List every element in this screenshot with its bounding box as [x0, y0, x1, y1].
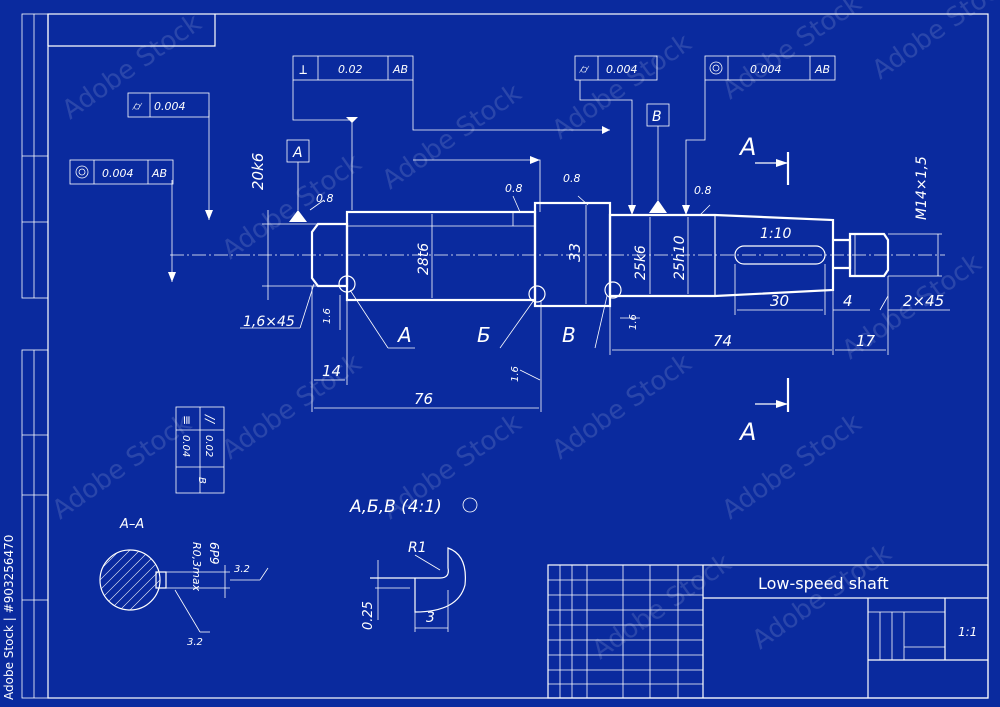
- svg-text:A: A: [292, 145, 303, 161]
- tol-datum-3: AB: [151, 167, 167, 180]
- detail-view: А,Б,B (4:1) R1 0.25 3: [349, 497, 478, 632]
- key-tolerance-frame: ≡ // 0.04 0.02 B: [175, 406, 225, 494]
- svg-text:0.8: 0.8: [316, 192, 334, 205]
- dim-len-17: 17: [856, 332, 876, 350]
- svg-text:0.04: 0.04: [180, 435, 191, 457]
- svg-text:B: B: [652, 109, 662, 125]
- section-marker-upper: A: [738, 133, 790, 185]
- svg-text:≡: ≡: [180, 415, 194, 425]
- section-marker-lower: A: [738, 378, 790, 446]
- dim-33: 33: [566, 243, 584, 262]
- drawing-frame: [21, 13, 989, 699]
- dim-chamfer-left: 1,6×45: [243, 314, 295, 330]
- svg-text:1.6: 1.6: [510, 366, 521, 382]
- keyway-tolerance: 6P9: [207, 542, 221, 565]
- stock-id: Adobe Stock | #903256470: [2, 535, 16, 700]
- tol-datum-1: AB: [392, 63, 408, 76]
- svg-text:⌭: ⌭: [579, 62, 590, 76]
- section-label: A–A: [119, 517, 144, 532]
- dim-chamfer-right: 2×45: [903, 292, 944, 310]
- dim-taper: 1:10: [760, 226, 792, 242]
- svg-text:0.8: 0.8: [563, 172, 581, 185]
- svg-text://: //: [203, 414, 217, 425]
- svg-text:0.8: 0.8: [505, 182, 523, 195]
- tolerance-frame-runout-right: ⌭ 0.004: [574, 55, 658, 81]
- tol-value-2: 0.004: [154, 100, 186, 113]
- svg-text:B: B: [562, 323, 576, 347]
- svg-text:0.8: 0.8: [694, 184, 712, 197]
- detail-view-label: А,Б,B (4:1): [349, 497, 442, 517]
- svg-text:⌭: ⌭: [132, 99, 143, 113]
- svg-text:A: A: [396, 323, 412, 347]
- dim-len-14: 14: [322, 362, 341, 380]
- dim-20k6: 20k6: [249, 153, 267, 190]
- tolerance-frame-concentricity-right: 0.004 AB: [704, 55, 836, 81]
- tolerance-frame-runout-left: ⌭ 0.004: [127, 92, 210, 118]
- svg-text:1.6: 1.6: [628, 314, 639, 330]
- svg-text:A: A: [738, 418, 756, 446]
- title-block: Low-speed shaft 1:1: [547, 564, 989, 699]
- dim-28t6: 28t6: [416, 243, 432, 275]
- tol-value-1: 0.02: [338, 63, 363, 76]
- svg-text:B: B: [196, 477, 207, 484]
- title-block-name: Low-speed shaft: [758, 574, 889, 593]
- dimension-texts: 20k6 28t6 33 25k6 25h10 1:10 M14×1,5 1,6…: [243, 153, 944, 408]
- tol-value-3: 0.004: [102, 167, 134, 180]
- datum-box-a: A: [286, 139, 310, 163]
- roughness-marks: 0.8 0.8 0.8 0.8 1.6 1.6 1.6 3.2 3.2: [187, 172, 712, 648]
- leader-lines: [168, 80, 711, 381]
- dim-len-74: 74: [713, 332, 732, 350]
- tol-value-4: 0.004: [606, 63, 638, 76]
- svg-text:3.2: 3.2: [187, 637, 203, 648]
- svg-text:R1: R1: [408, 540, 427, 556]
- dim-len-4: 4: [843, 292, 853, 310]
- tolerance-frame-concentricity-left: 0.004 AB: [69, 159, 174, 185]
- dim-25k6: 25k6: [633, 245, 649, 280]
- svg-text:3.2: 3.2: [234, 564, 250, 575]
- tol-datum-5: AB: [814, 63, 830, 76]
- dim-len-76: 76: [414, 390, 433, 408]
- svg-text:A: A: [738, 133, 756, 161]
- detail-labels: A Б B: [396, 323, 576, 347]
- svg-text:1.6: 1.6: [322, 308, 333, 324]
- dim-thread: M14×1,5: [914, 156, 930, 220]
- keyway-depth: R0,3max: [190, 542, 203, 592]
- svg-text:0.25: 0.25: [361, 601, 376, 630]
- dim-25h10: 25h10: [672, 235, 688, 280]
- title-block-scale: 1:1: [958, 625, 977, 639]
- dimension-lines: [240, 205, 950, 412]
- tol-value-5: 0.004: [750, 63, 782, 76]
- svg-text:Б: Б: [477, 323, 491, 347]
- datum-triangles: [289, 200, 667, 222]
- svg-text:⊥: ⊥: [299, 62, 307, 78]
- tolerance-frame-perpendicularity: ⊥ 0.02 AB: [292, 55, 414, 81]
- svg-text:3: 3: [426, 610, 435, 626]
- datum-box-b: B: [646, 103, 670, 127]
- dim-len-30: 30: [770, 292, 789, 310]
- svg-text:0.02: 0.02: [203, 435, 214, 457]
